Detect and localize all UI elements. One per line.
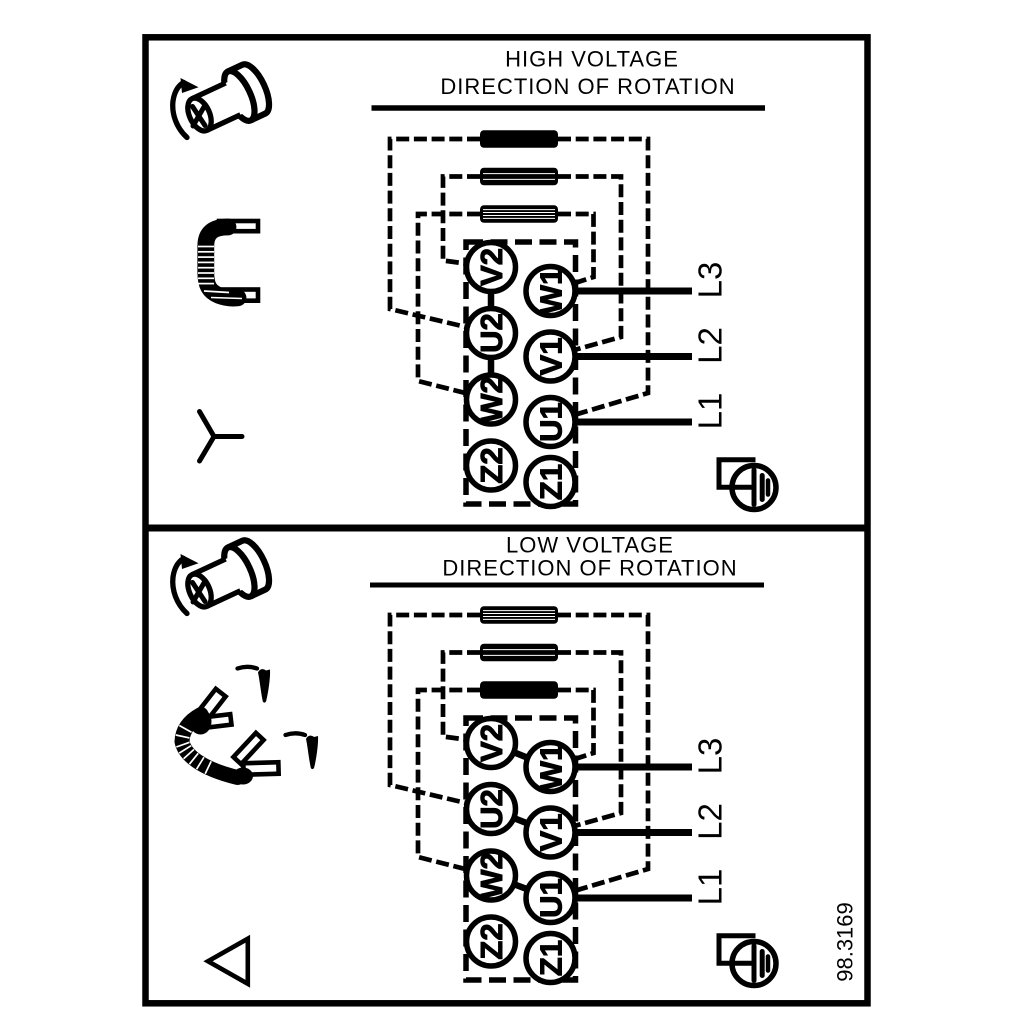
svg-text:L2: L2: [692, 327, 729, 364]
svg-text:U1: U1: [534, 878, 569, 918]
svg-text:U1: U1: [534, 402, 569, 442]
svg-text:DIRECTION OF ROTATION: DIRECTION OF ROTATION: [442, 556, 737, 581]
svg-text:L3: L3: [692, 738, 729, 775]
svg-text:V1: V1: [534, 338, 569, 376]
svg-text:L1: L1: [692, 393, 729, 430]
svg-text:Z1: Z1: [534, 464, 569, 500]
svg-text:W2: W2: [474, 852, 509, 899]
svg-text:U2: U2: [474, 789, 509, 829]
svg-text:DIRECTION OF ROTATION: DIRECTION OF ROTATION: [440, 74, 735, 99]
svg-text:V2: V2: [474, 724, 509, 762]
svg-text:98.3169: 98.3169: [833, 902, 858, 982]
svg-text:L1: L1: [692, 869, 729, 906]
svg-text:LOW VOLTAGE: LOW VOLTAGE: [506, 533, 674, 558]
svg-text:Z2: Z2: [474, 923, 509, 959]
svg-text:W2: W2: [474, 376, 509, 423]
svg-text:HIGH VOLTAGE: HIGH VOLTAGE: [505, 47, 679, 72]
svg-text:W1: W1: [534, 268, 569, 315]
svg-text:Z2: Z2: [474, 447, 509, 483]
svg-text:U2: U2: [474, 313, 509, 353]
svg-text:L3: L3: [692, 262, 729, 299]
svg-text:W1: W1: [534, 744, 569, 791]
svg-text:V1: V1: [534, 814, 569, 852]
svg-text:Z1: Z1: [534, 940, 569, 976]
svg-text:L2: L2: [692, 803, 729, 840]
svg-text:V2: V2: [474, 248, 509, 286]
